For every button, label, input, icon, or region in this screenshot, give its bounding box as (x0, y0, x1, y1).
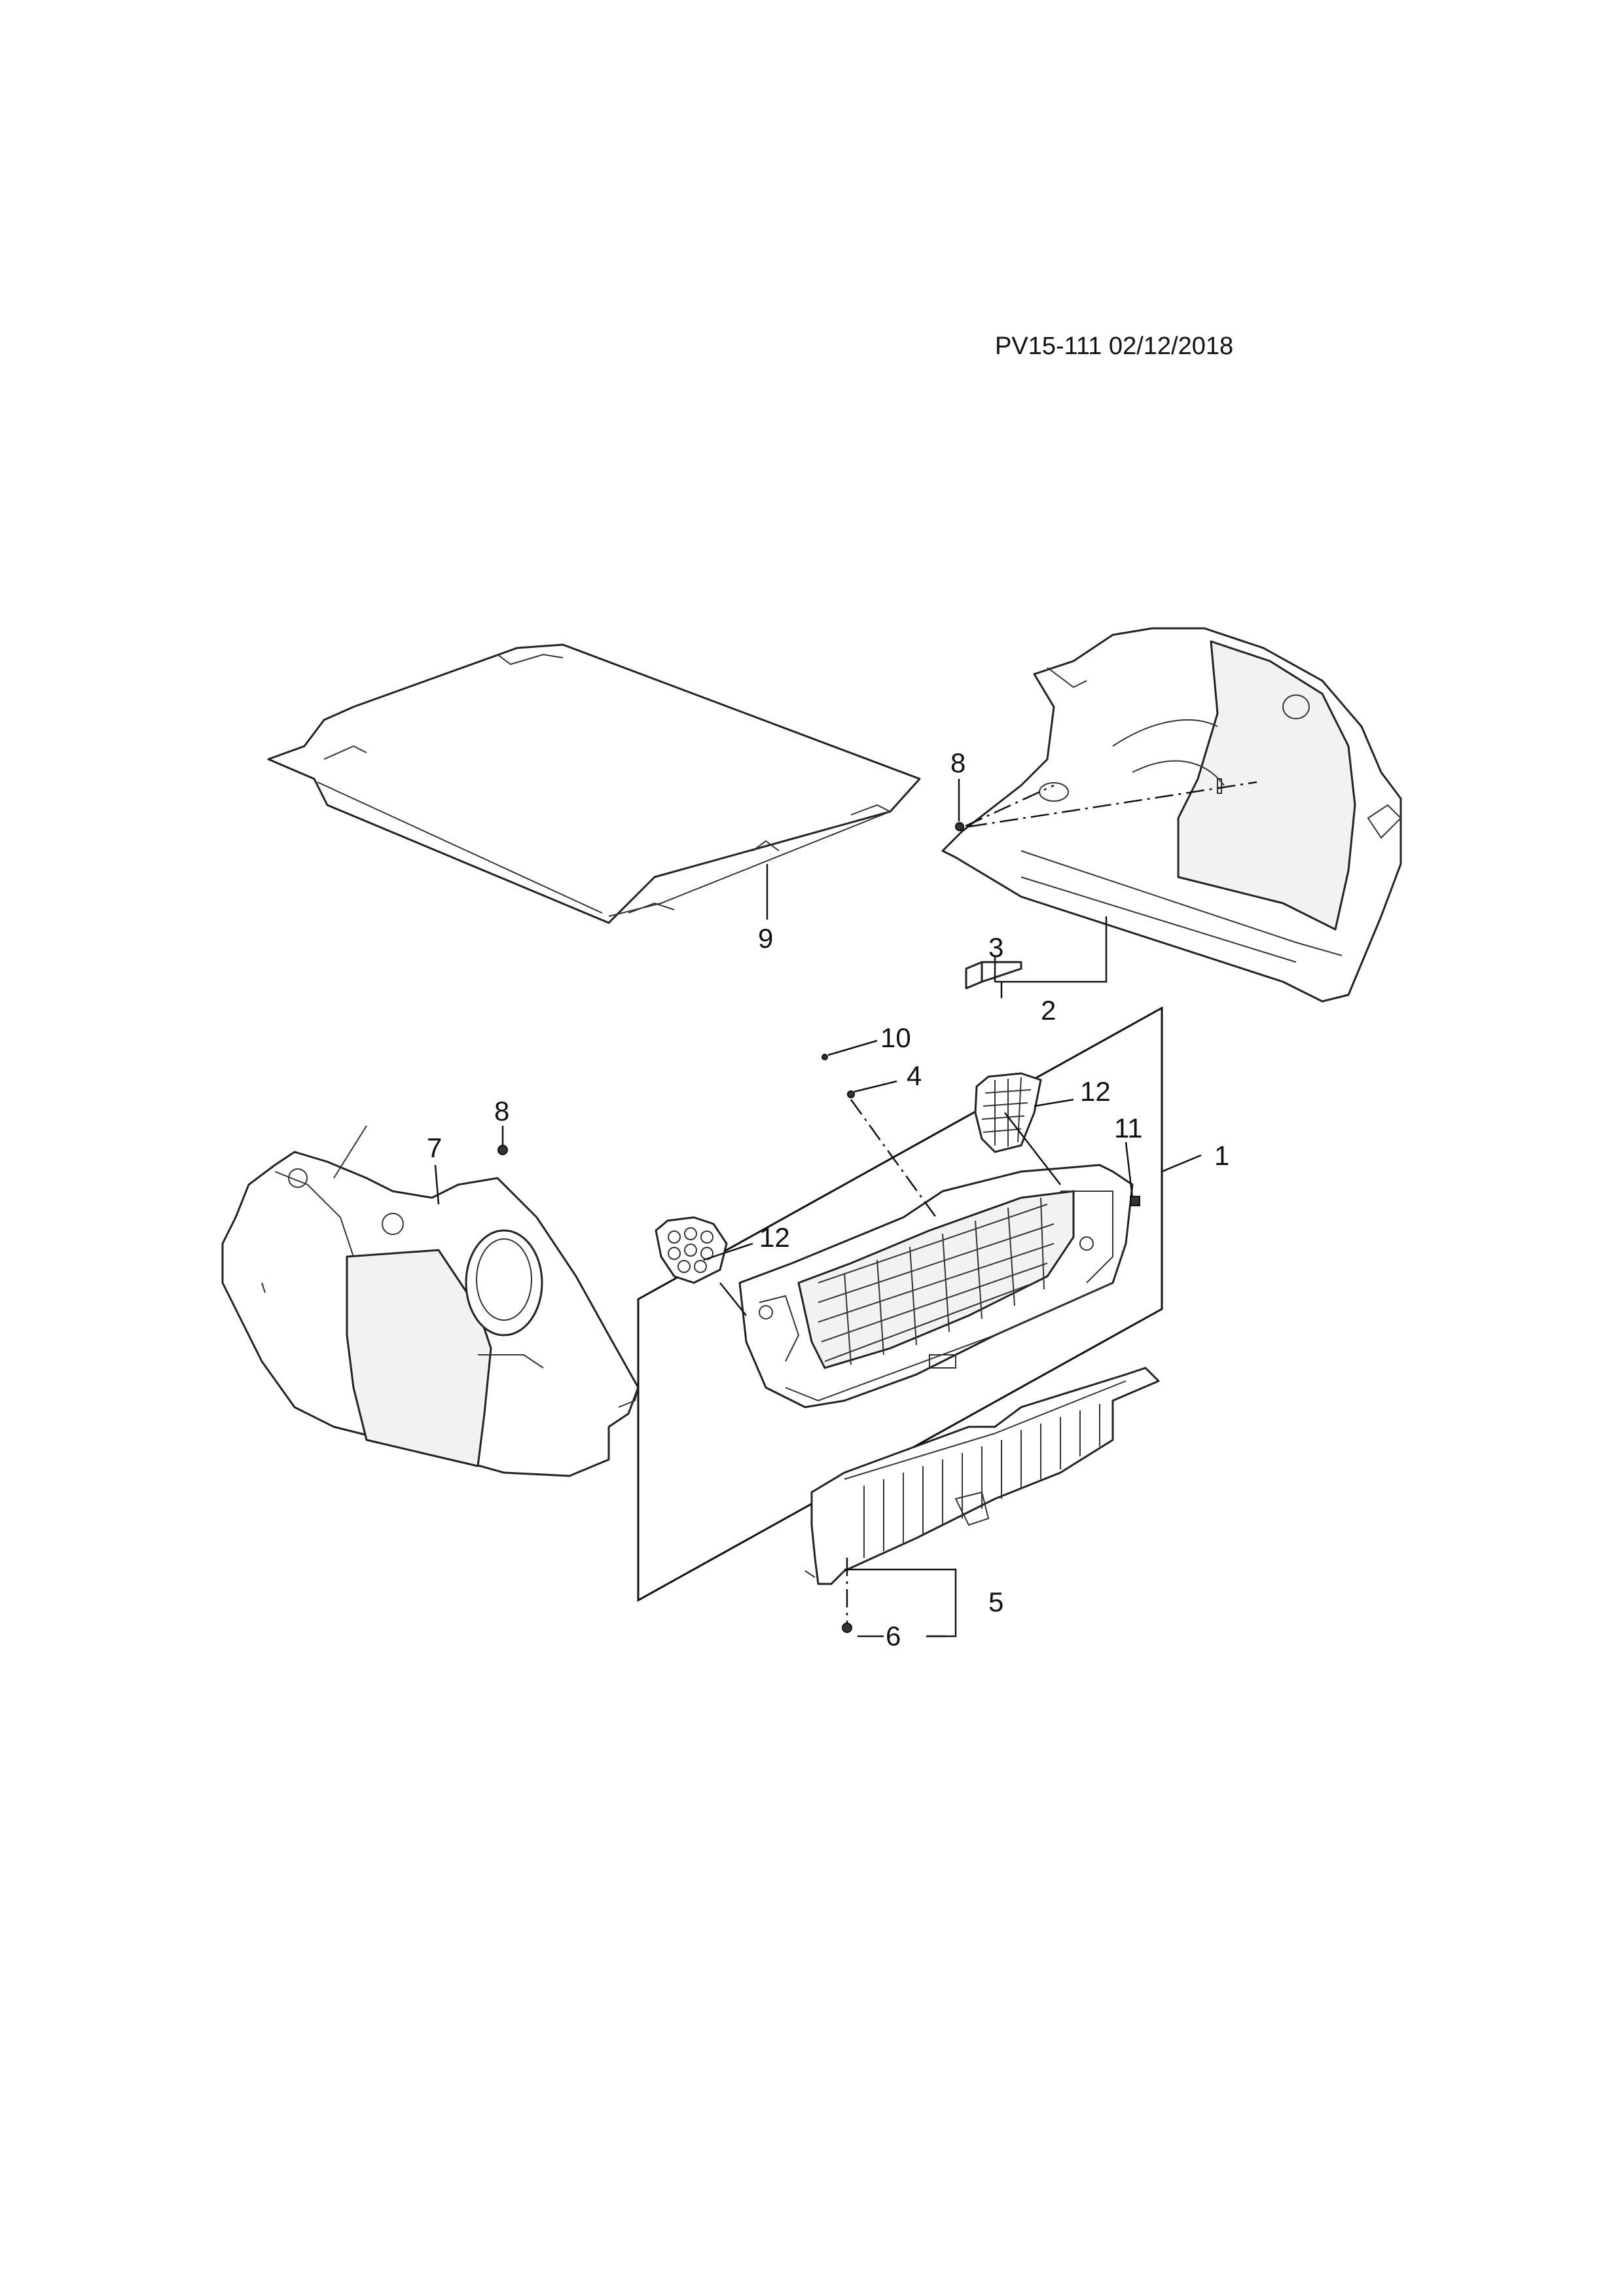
document-id: PV15-111 02/12/2018 (995, 332, 1234, 360)
left-side-trunk-trim (221, 1125, 640, 1477)
callout-12-left: 12 (759, 1222, 790, 1253)
rear-trunk-trim (941, 627, 1402, 1003)
callout-9: 9 (758, 923, 773, 954)
callout-8-left: 8 (494, 1096, 509, 1126)
callout-10: 10 (880, 1022, 911, 1053)
rear-closure-panel (738, 1164, 1134, 1408)
fastener-10 (821, 1054, 828, 1060)
callout-8-right: 8 (950, 747, 965, 778)
callout-6: 6 (886, 1621, 901, 1651)
callout-3: 3 (988, 932, 1003, 963)
callout-2: 2 (1041, 995, 1056, 1026)
trim-cover-right (974, 1072, 1042, 1153)
rear-sill-plate (804, 1367, 1160, 1585)
fastener-4 (847, 1090, 855, 1098)
trim-clip (965, 961, 1022, 990)
fastener-11 (1130, 1196, 1140, 1206)
callout-5: 5 (988, 1587, 1003, 1617)
callout-4: 4 (907, 1060, 922, 1091)
trunk-floor-panel (267, 643, 921, 924)
callout-7: 7 (427, 1132, 442, 1163)
callout-1: 1 (1214, 1140, 1229, 1171)
fastener-8-right (955, 822, 964, 831)
callout-11: 11 (1114, 1113, 1143, 1143)
leader-lines (434, 779, 1257, 1638)
fastener-6 (842, 1623, 852, 1633)
trim-cover-left (655, 1216, 728, 1284)
fastener-8-left (497, 1145, 508, 1155)
callout-12-right: 12 (1080, 1076, 1111, 1107)
